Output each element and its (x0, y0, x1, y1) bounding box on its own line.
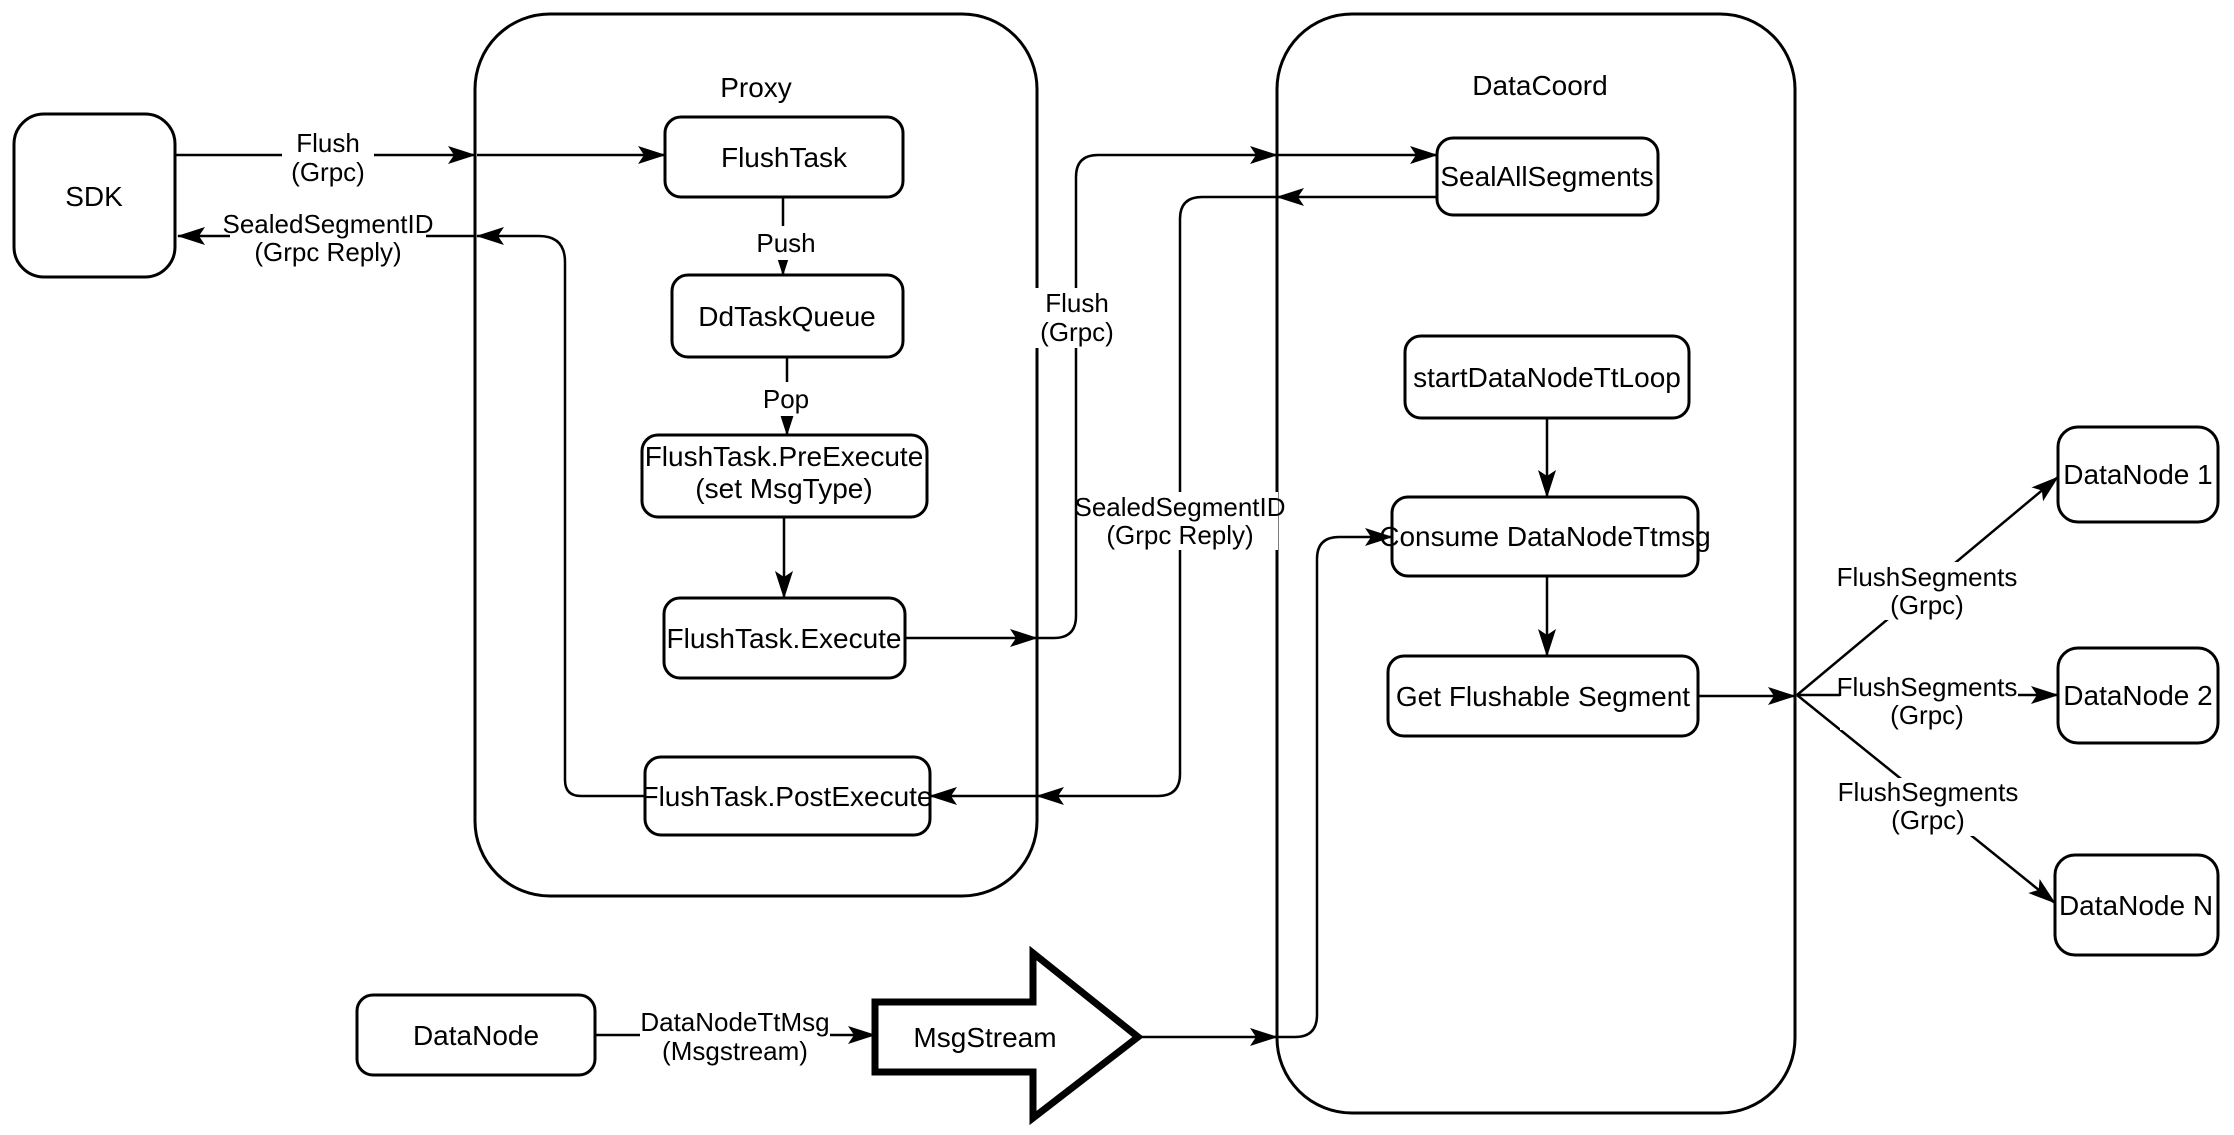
execute-label: FlushTask.Execute (667, 623, 902, 654)
postexecute-node (643, 755, 932, 837)
datanode-bottom-node (355, 993, 597, 1077)
label-bg-flushsegments-1 (1840, 562, 2018, 620)
execute-node (662, 596, 907, 680)
ddtaskqueue-label: DdTaskQueue (698, 301, 875, 332)
datanode1-node (2056, 425, 2220, 524)
preexecute-label-line2: (set MsgType) (695, 473, 872, 504)
sdk-node (12, 112, 177, 279)
getflushablesegment-node (1386, 654, 1700, 738)
edge-datacoord-to-consume (1277, 528, 1393, 1039)
edge-postexecute-to-proxy-boundary (476, 227, 645, 798)
proxy-title: Proxy (720, 72, 792, 103)
datanode2-node (2056, 646, 2220, 745)
label-flushsegments-2-line1: FlushSegments (1837, 672, 2018, 702)
label-bg-pop (756, 382, 816, 416)
datanode-bottom-label: DataNode (413, 1020, 539, 1051)
label-mid-reply-line1: SealedSegmentID (1074, 492, 1285, 522)
preexecute-label-line1: FlushTask.PreExecute (645, 441, 924, 472)
label-sdk-reply-line1: SealedSegmentID (222, 209, 433, 239)
datanoden-node (2053, 853, 2220, 957)
label-datanode-ttmsg-line1: DataNodeTtMsg (640, 1007, 829, 1037)
label-bg-mid-flush (1030, 288, 1124, 348)
consumedatanodettmsg-node (1390, 495, 1700, 578)
postexecute-label: FlushTask.PostExecute (641, 781, 932, 812)
label-datanode-ttmsg-line2: (Msgstream) (662, 1036, 808, 1066)
label-bg-mid-reply (1082, 492, 1278, 550)
label-mid-flush-line1: Flush (1045, 288, 1109, 318)
startdatanodettloop-label: startDataNodeTtLoop (1413, 362, 1681, 393)
datanode2-label: DataNode 2 (2063, 680, 2212, 711)
label-flushsegments-3-line1: FlushSegments (1838, 777, 2019, 807)
label-pop: Pop (763, 384, 809, 414)
preexecute-node (640, 433, 929, 519)
msgstream-block-arrow (871, 945, 1144, 1126)
getflushablesegment-label: Get Flushable Segment (1396, 681, 1690, 712)
msgstream-label: MsgStream (913, 1022, 1056, 1053)
label-mid-flush-line2: (Grpc) (1040, 317, 1114, 347)
label-flushsegments-3-line2: (Grpc) (1891, 805, 1965, 835)
label-bg-flushsegments-3 (1842, 778, 2020, 836)
consumedatanodettmsg-label: Consume DataNodeTtmsg (1379, 521, 1710, 552)
label-sdk-flush-line1: Flush (296, 128, 360, 158)
ddtaskqueue-node (670, 273, 905, 359)
sdk-label: SDK (65, 181, 123, 212)
sealallsegments-label: SealAllSegments (1440, 161, 1653, 192)
sealallsegments-node (1435, 136, 1660, 217)
datacoord-title: DataCoord (1472, 70, 1607, 101)
label-bg-sdk-flush (282, 128, 374, 186)
label-bg-sdk-reply (230, 208, 426, 266)
label-flushsegments-1-line1: FlushSegments (1837, 562, 2018, 592)
label-bg-datanode-ttmsg (640, 1004, 830, 1064)
label-bg-flushsegments-2 (1840, 672, 2018, 730)
label-sdk-flush-line2: (Grpc) (291, 157, 365, 187)
label-flushsegments-1-line2: (Grpc) (1890, 590, 1964, 620)
label-flushsegments-2-line2: (Grpc) (1890, 700, 1964, 730)
startdatanodettloop-node (1403, 334, 1691, 420)
label-sdk-reply-line2: (Grpc Reply) (254, 237, 401, 267)
datanoden-label: DataNode N (2059, 890, 2213, 921)
label-bg-push (756, 226, 816, 260)
label-push: Push (756, 228, 815, 258)
edge-proxy-to-datacoord-flush (1037, 146, 1278, 640)
flushtask-node (663, 115, 905, 199)
flushtask-label: FlushTask (721, 142, 848, 173)
datanode1-label: DataNode 1 (2063, 459, 2212, 490)
label-mid-reply-line2: (Grpc Reply) (1106, 520, 1253, 550)
